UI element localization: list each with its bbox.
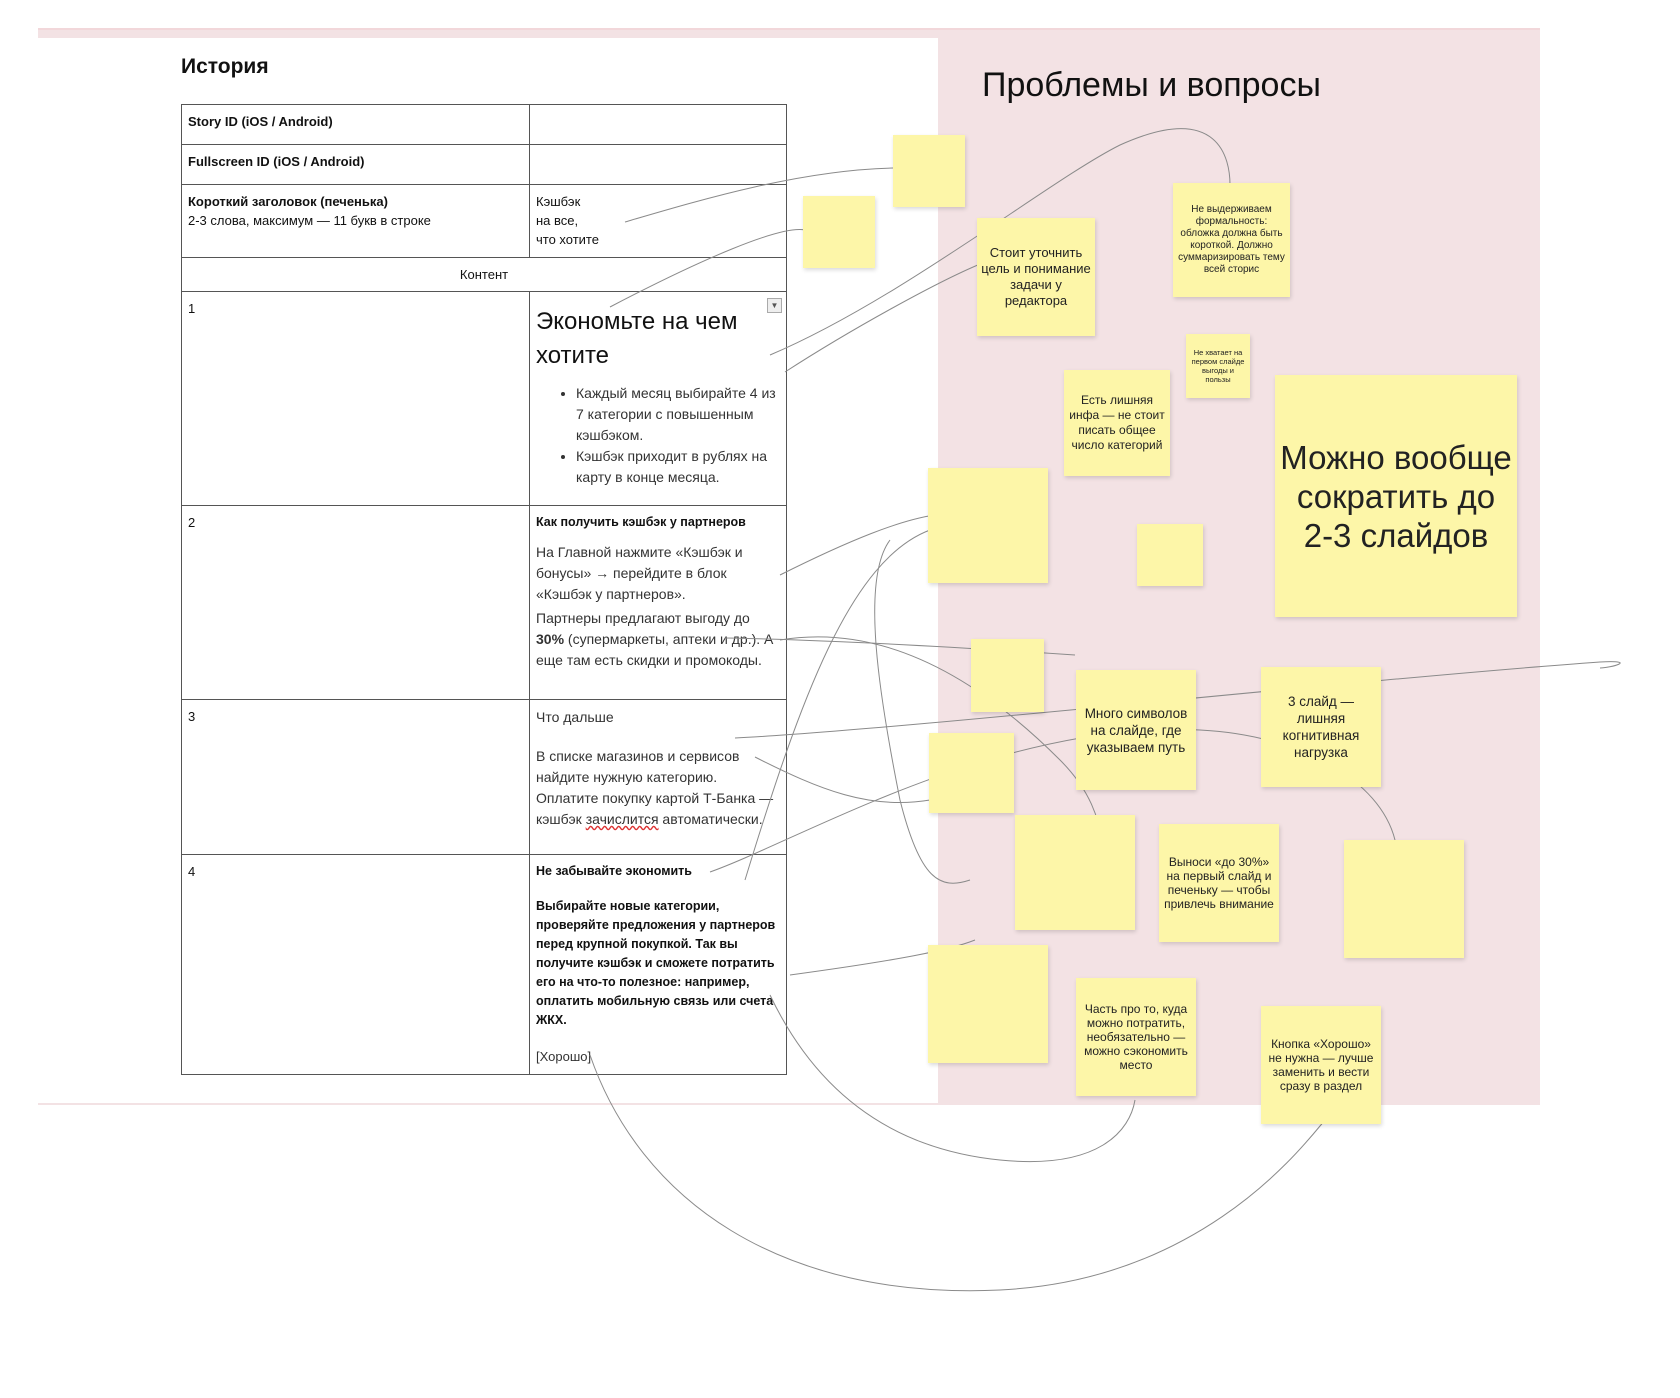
slide-4-content[interactable]: Не забывайте экономить Выбирайте новые к… [529, 854, 787, 1075]
story-id-label: Story ID (iOS / Android) [181, 104, 530, 145]
table-row-slide-3: 3 Что дальше В списке магазинов и сервис… [181, 699, 787, 855]
fullscreen-id-value[interactable] [529, 144, 787, 185]
table-row-fullscreen-id: Fullscreen ID (iOS / Android) [181, 144, 787, 185]
slide-4-heading: Не забывайте экономить [536, 864, 692, 878]
sticky-note[interactable] [1137, 524, 1203, 586]
table-row-short-title: Короткий заголовок (печенька) 2-3 слова,… [181, 184, 787, 258]
short-title-label: Короткий заголовок (печенька) [188, 194, 388, 209]
sticky-note[interactable]: Кнопка «Хорошо» не нужна — лучше заменит… [1261, 1006, 1381, 1124]
sticky-note[interactable]: Можно вообще сократить до 2-3 слайдов [1275, 375, 1517, 617]
sticky-note[interactable]: Часть про то, куда можно потратить, необ… [1076, 978, 1196, 1096]
slide-2-paragraph-2: Партнеры предлагают выгоду до 30% (супер… [536, 608, 780, 671]
sticky-note[interactable] [1015, 815, 1135, 930]
slide-3-content[interactable]: Что дальше В списке магазинов и сервисов… [529, 699, 787, 855]
sticky-note[interactable]: Не выдерживаем формальность: обложка дол… [1173, 183, 1290, 297]
slide-3-paragraph: В списке магазинов и сервисов найдите ну… [536, 746, 780, 830]
slide-4-paragraph: Выбирайте новые категории, проверяйте пр… [536, 899, 776, 1027]
slide-2-text-after: (супермаркеты, аптеки и др.). А еще там … [536, 631, 774, 668]
table-row-story-id: Story ID (iOS / Android) [181, 104, 787, 145]
slide-3-text-after: автоматически. [658, 811, 763, 827]
story-table: Story ID (iOS / Android) Fullscreen ID (… [181, 104, 787, 1075]
sticky-note[interactable] [971, 639, 1044, 712]
slide-2-paragraph-1: На Главной нажмите «Кэшбэк и бонусы» → п… [536, 544, 743, 602]
sticky-note[interactable] [929, 733, 1014, 813]
slide-number: 1 [181, 291, 530, 506]
sticky-note[interactable]: Не хватает на первом слайде выгоды и пол… [1186, 334, 1250, 398]
table-row-slide-4: 4 Не забывайте экономить Выбирайте новые… [181, 854, 787, 1075]
slide-number: 4 [181, 854, 530, 1075]
slide-1-bullets: Каждый месяц выбирайте 4 из 7 категории … [536, 383, 780, 488]
board-title: Проблемы и вопросы [982, 66, 1321, 104]
sticky-note[interactable]: 3 слайд — лишняя когнитивная нагрузка [1261, 667, 1381, 787]
sticky-note[interactable] [928, 468, 1048, 583]
sticky-note[interactable]: Есть лишняя инфа — не стоит писать общее… [1064, 370, 1170, 476]
short-title-hint: 2-3 слова, максимум — 11 букв в строке [188, 213, 431, 228]
table-row-content-header: Контент [181, 257, 787, 292]
sticky-note[interactable] [893, 135, 965, 207]
slide-3-underlined-word: зачислится [585, 811, 659, 827]
slide-4-button-text: [Хорошо] [536, 1049, 592, 1064]
slide-number: 2 [181, 505, 530, 700]
slide-2-heading: Как получить кэшбэк у партнеров [536, 515, 746, 529]
sticky-note[interactable] [928, 945, 1048, 1063]
table-row-slide-1: 1 ▼ Экономьте на чем хотите Каждый месяц… [181, 291, 787, 506]
slide-number: 3 [181, 699, 530, 855]
fullscreen-id-label: Fullscreen ID (iOS / Android) [181, 144, 530, 185]
short-title-label-cell: Короткий заголовок (печенька) 2-3 слова,… [181, 184, 530, 258]
sticky-note[interactable]: Много символов на слайде, где указываем … [1076, 670, 1196, 790]
table-row-slide-2: 2 Как получить кэшбэк у партнеров На Гла… [181, 505, 787, 700]
list-item: Каждый месяц выбирайте 4 из 7 категории … [576, 383, 780, 446]
short-title-value[interactable]: Кэшбэк на все, что хотите [529, 184, 787, 258]
sticky-note[interactable]: Стоит уточнить цель и понимание задачи у… [977, 218, 1095, 336]
content-header: Контент [181, 257, 787, 292]
slide-1-title: Экономьте на чем хотите [536, 308, 738, 369]
story-id-value[interactable] [529, 104, 787, 145]
sticky-note[interactable]: Выноси «до 30%» на первый слайд и печень… [1159, 824, 1279, 942]
document-title: История [181, 55, 269, 78]
chevron-down-icon[interactable]: ▼ [767, 298, 782, 313]
slide-2-text-before: Партнеры предлагают выгоду до [536, 610, 750, 626]
sticky-note[interactable] [1344, 840, 1464, 958]
slide-2-percent: 30% [536, 631, 565, 647]
sticky-note[interactable] [803, 196, 875, 268]
list-item: Кэшбэк приходит в рублях на карту в конц… [576, 446, 780, 488]
slide-1-content[interactable]: ▼ Экономьте на чем хотите Каждый месяц в… [529, 291, 787, 506]
slide-2-content[interactable]: Как получить кэшбэк у партнеров На Главн… [529, 505, 787, 700]
slide-3-heading: Что дальше [536, 709, 614, 725]
